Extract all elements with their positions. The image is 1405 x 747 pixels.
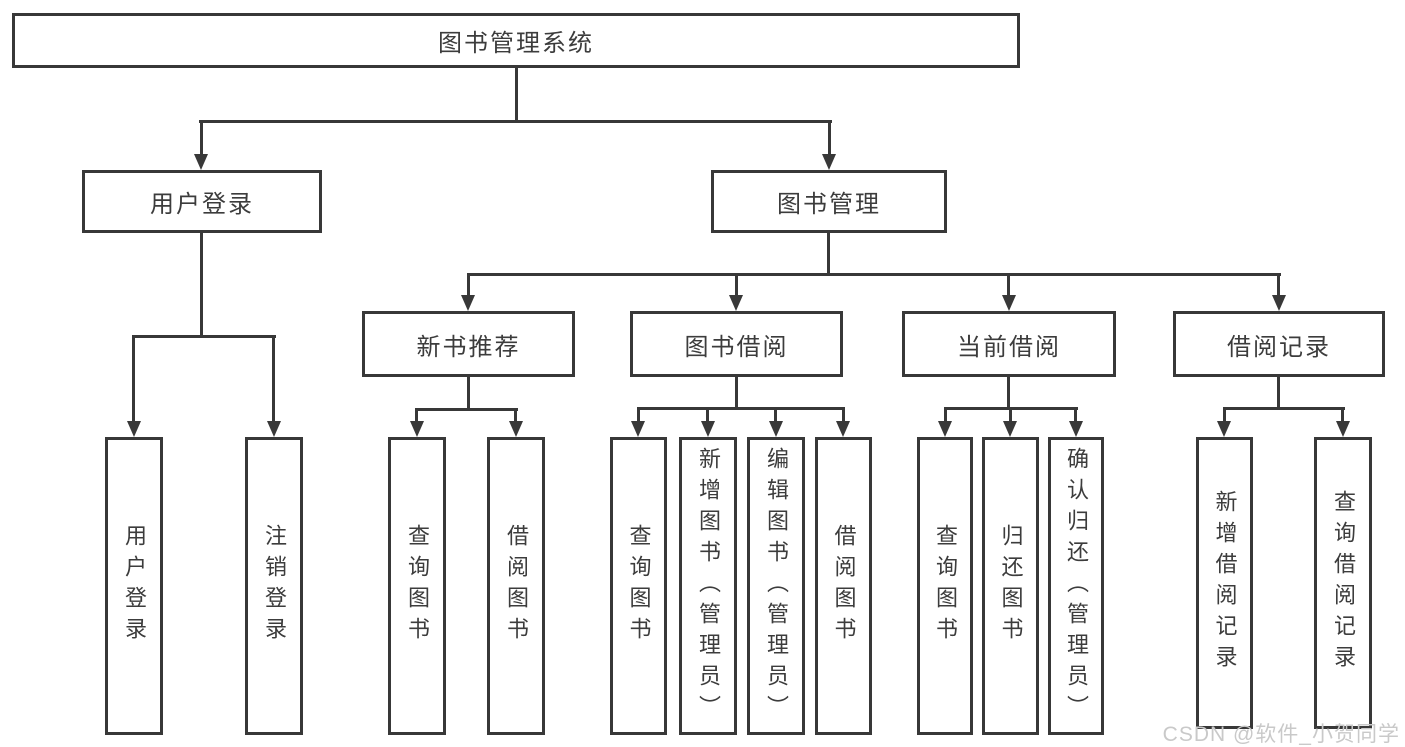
node-book-borrowing: 图书借阅 <box>630 311 843 377</box>
leaf-label: 确认归还（管理员） <box>1064 446 1089 726</box>
connector-drop-leaf <box>706 407 709 422</box>
connector-borrowing-records-rail <box>1223 407 1345 410</box>
leaf-query-borrow-record: 查询借阅记录 <box>1314 437 1372 729</box>
arrowhead-down-icon <box>1002 295 1016 311</box>
connector-drop-current-borrowing <box>1007 273 1010 297</box>
connector-drop-new-book <box>467 273 470 297</box>
node-current-borrowing: 当前借阅 <box>902 311 1116 377</box>
leaf-borrow-books-borrowing: 借阅图书 <box>815 437 872 735</box>
connector-drop-leaf <box>944 407 947 422</box>
connector-user-login-rail <box>133 335 276 338</box>
arrowhead-down-icon <box>461 295 475 311</box>
leaf-query-books-recommend: 查询图书 <box>388 437 446 735</box>
connector-drop-leaf <box>514 408 517 422</box>
arrowhead-down-icon <box>822 154 836 170</box>
arrowhead-down-icon <box>267 421 281 437</box>
arrowhead-down-icon <box>1003 421 1017 437</box>
connector-drop-leaf <box>272 335 275 423</box>
leaf-label: 查询借阅记录 <box>1331 490 1356 676</box>
arrowhead-down-icon <box>1069 421 1083 437</box>
node-library-management-system: 图书管理系统 <box>12 13 1020 68</box>
leaf-label: 借阅图书 <box>504 524 529 648</box>
connector-new-book-rail <box>415 408 518 411</box>
connector-drop-leaf <box>1341 407 1344 422</box>
leaf-edit-book-admin: 编辑图书（管理员） <box>747 437 805 735</box>
connector-drop-user-login <box>200 120 203 156</box>
arrowhead-down-icon <box>410 421 424 437</box>
arrowhead-down-icon <box>127 421 141 437</box>
node-user-login: 用户登录 <box>82 170 322 233</box>
arrowhead-down-icon <box>938 421 952 437</box>
node-label: 图书管理 <box>777 191 881 218</box>
connector-book-borrowing-rail <box>637 407 845 410</box>
connector-drop-book-borrowing <box>735 273 738 297</box>
csdn-watermark: CSDN @软件_小贺同学 <box>1162 723 1400 746</box>
connector-drop-leaf <box>1074 407 1077 422</box>
connector-borrowing-records-stem <box>1277 377 1280 409</box>
leaf-label: 新增图书（管理员） <box>696 446 721 726</box>
leaf-query-books-borrowing: 查询图书 <box>610 437 667 735</box>
leaf-confirm-return-admin: 确认归还（管理员） <box>1048 437 1104 735</box>
arrowhead-down-icon <box>1272 295 1286 311</box>
node-label: 图书借阅 <box>684 333 789 361</box>
node-label: 用户登录 <box>150 191 254 218</box>
connector-user-login-stem <box>200 233 203 335</box>
node-book-management: 图书管理 <box>711 170 947 233</box>
connector-drop-leaf <box>1223 407 1226 422</box>
leaf-label: 用户登录 <box>122 524 147 648</box>
connector-book-borrowing-stem <box>735 377 738 409</box>
leaf-label: 归还图书 <box>998 524 1024 648</box>
arrowhead-down-icon <box>194 154 208 170</box>
connector-root-stem <box>515 68 518 120</box>
arrowhead-down-icon <box>1336 421 1350 437</box>
leaf-label: 注销登录 <box>262 524 287 648</box>
node-label: 借阅记录 <box>1227 333 1331 361</box>
connector-book-management-rail <box>467 273 1281 276</box>
arrowhead-down-icon <box>701 421 715 437</box>
leaf-label: 查询图书 <box>405 524 430 648</box>
arrowhead-down-icon <box>836 421 850 437</box>
connector-root-rail <box>199 120 832 123</box>
arrowhead-down-icon <box>631 421 645 437</box>
connector-current-borrowing-stem <box>1007 377 1010 409</box>
node-borrowing-records: 借阅记录 <box>1173 311 1385 377</box>
connector-new-book-stem <box>467 377 470 410</box>
arrowhead-down-icon <box>729 295 743 311</box>
leaf-label: 新增借阅记录 <box>1212 490 1238 676</box>
connector-drop-borrowing-records <box>1277 273 1280 297</box>
leaf-label: 查询图书 <box>626 524 652 648</box>
connector-drop-leaf <box>1009 407 1012 422</box>
leaf-borrow-books-recommend: 借阅图书 <box>487 437 545 735</box>
node-label: 当前借阅 <box>957 333 1061 361</box>
connector-drop-leaf <box>637 407 640 422</box>
connector-drop-leaf <box>132 335 135 423</box>
node-label: 新书推荐 <box>416 333 521 361</box>
leaf-return-book: 归还图书 <box>982 437 1039 735</box>
arrowhead-down-icon <box>769 421 783 437</box>
connector-book-management-stem <box>827 233 830 275</box>
node-new-book-recommendation: 新书推荐 <box>362 311 575 377</box>
leaf-add-borrow-record: 新增借阅记录 <box>1196 437 1253 729</box>
connector-drop-leaf <box>842 407 845 422</box>
leaf-label: 查询图书 <box>933 524 958 648</box>
connector-drop-leaf <box>774 407 777 422</box>
leaf-add-book-admin: 新增图书（管理员） <box>679 437 737 735</box>
leaf-label: 编辑图书（管理员） <box>764 446 789 726</box>
leaf-logout: 注销登录 <box>245 437 303 735</box>
connector-drop-leaf <box>415 408 418 422</box>
node-label: 图书管理系统 <box>438 30 594 57</box>
leaf-query-books-current: 查询图书 <box>917 437 973 735</box>
arrowhead-down-icon <box>509 421 523 437</box>
arrowhead-down-icon <box>1217 421 1231 437</box>
connector-drop-book-management <box>828 120 831 156</box>
leaf-user-login: 用户登录 <box>105 437 163 735</box>
leaf-label: 借阅图书 <box>831 524 857 648</box>
